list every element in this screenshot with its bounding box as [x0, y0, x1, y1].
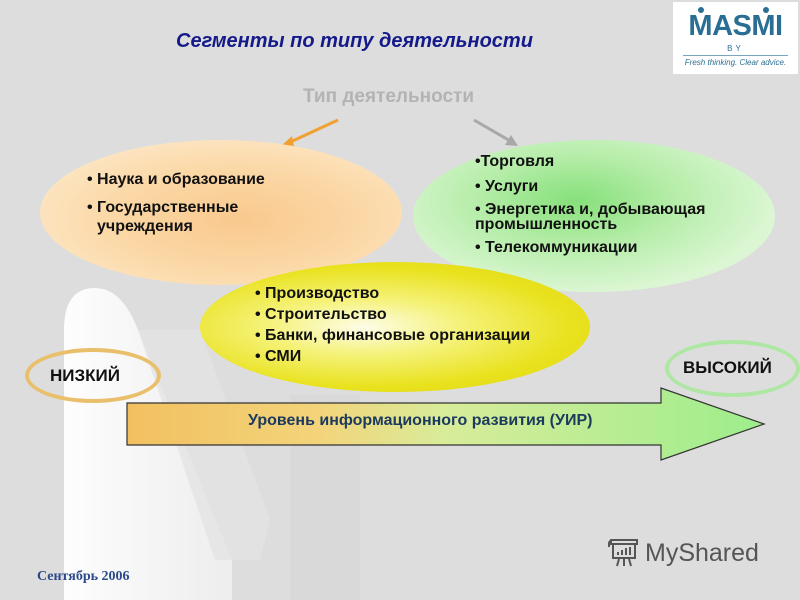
slide-title: Сегменты по типу деятельности: [176, 30, 533, 52]
list-item: • Производство: [255, 285, 380, 302]
list-item-text: Телекоммуникации: [485, 239, 638, 256]
logo-dot-left: [698, 7, 704, 13]
high-level-label: ВЫСОКИЙ: [683, 358, 772, 377]
list-item: • Услуги: [475, 178, 539, 195]
gray-arrowhead-icon: [505, 135, 518, 146]
list-item: • СМИ: [255, 348, 302, 365]
list-item-text: Наука и образование: [97, 171, 265, 188]
list-item-text: Производство: [265, 285, 380, 302]
high-level-ring: [665, 340, 800, 397]
myshared-watermark: MyShared: [607, 537, 759, 569]
list-item-text: Энергетика и, добывающая: [485, 201, 706, 218]
list-item: • Банки, финансовые организации: [255, 327, 531, 344]
low-level-label: НИЗКИЙ: [50, 366, 120, 385]
development-level-arrow: [126, 387, 766, 461]
segment-middle-list: • Производство • Строительство • Банки, …: [255, 284, 530, 368]
low-level-ring: [25, 348, 161, 403]
segment-low-ellipse: [40, 140, 402, 285]
list-item-text: СМИ: [265, 348, 302, 365]
date-footer: Сентябрь 2006: [37, 569, 130, 584]
list-item-text-continued: промышленность: [475, 216, 618, 233]
masmi-logo: MASMI BY Fresh thinking. Clear advice.: [673, 2, 798, 74]
segment-high-list: •Торговля • Услуги • Энергетика и, добыв…: [475, 152, 705, 263]
logo-divider: [683, 55, 788, 56]
logo-dot-right: [763, 7, 769, 13]
orange-arrow-icon: [285, 118, 339, 146]
logo-tagline: Fresh thinking. Clear advice.: [684, 58, 787, 67]
list-item-text: Строительство: [265, 306, 387, 323]
list-item: • Строительство: [255, 306, 387, 323]
gray-arrow-icon: [473, 118, 513, 144]
list-item-text: Услуги: [485, 178, 539, 195]
diagram-subtitle: Тип деятельности: [303, 86, 475, 107]
list-item-text: Государственные: [97, 199, 239, 216]
logo-brand: MASMI: [688, 10, 783, 42]
logo-sub: BY: [727, 44, 744, 53]
watermark-text: MyShared: [645, 538, 759, 567]
list-item: •Торговля: [475, 153, 555, 170]
list-item-text: Банки, финансовые организации: [265, 327, 531, 344]
segment-middle-ellipse: [200, 262, 590, 392]
list-item: • Наука и образование: [87, 171, 265, 188]
presentation-board-icon: [608, 539, 638, 567]
arrow-label: Уровень информационного развития (УИР): [248, 412, 593, 429]
list-item-text-continued: учреждения: [97, 218, 193, 235]
list-item: • Телекоммуникации: [475, 239, 638, 256]
